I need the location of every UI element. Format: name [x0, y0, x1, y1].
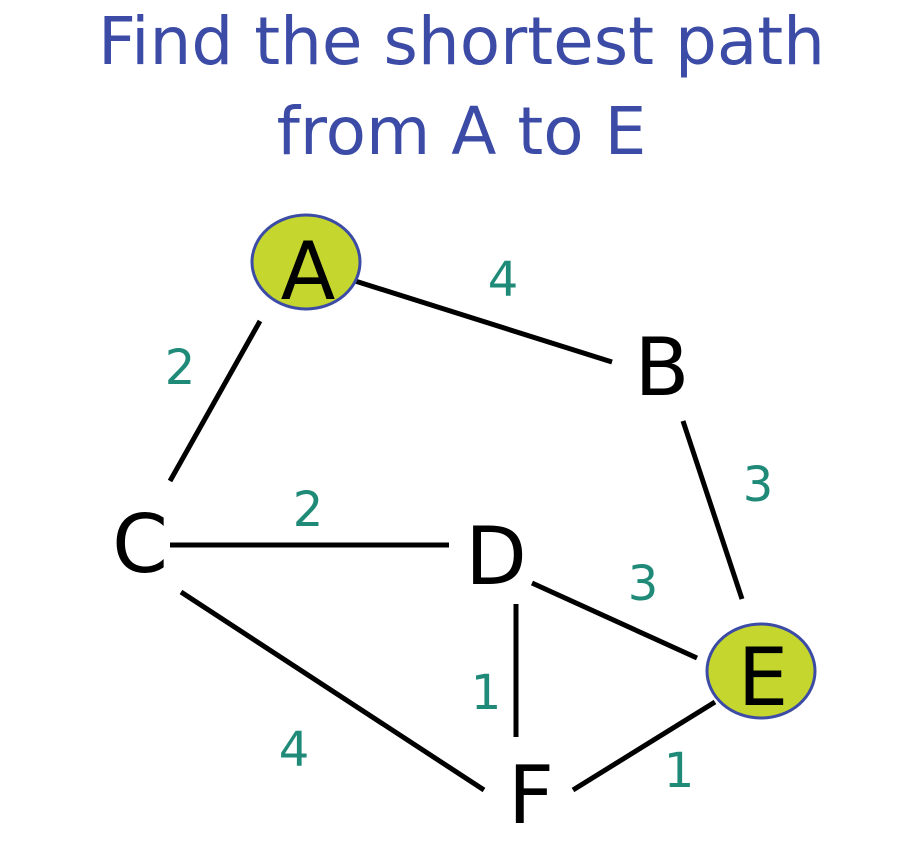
edge-f-e	[571, 699, 717, 793]
edge-a-b	[351, 277, 613, 365]
node-labels: A B C D E F	[112, 225, 788, 842]
title-line-1: Find the shortest path	[98, 3, 825, 80]
node-c-label: C	[112, 498, 168, 591]
edge-d-e	[530, 580, 699, 661]
edge-c-f	[179, 589, 486, 793]
weight-f-e: 1	[664, 743, 695, 799]
node-a-label: A	[281, 225, 336, 318]
node-e-label: E	[738, 631, 789, 724]
weight-d-f: 1	[471, 665, 502, 721]
edge-b-e	[680, 420, 745, 600]
weight-d-e: 3	[628, 556, 659, 612]
weight-c-d: 2	[293, 482, 324, 538]
weight-c-f: 4	[279, 722, 310, 778]
weight-a-b: 4	[488, 252, 519, 308]
weight-a-c: 2	[165, 340, 196, 396]
weight-b-e: 3	[743, 457, 774, 513]
node-e-highlight	[705, 622, 817, 720]
edge-weights: 4 2 3 2 3 1 4 1	[165, 252, 774, 799]
edges	[167, 277, 745, 793]
node-b-label: B	[635, 321, 690, 414]
title-line-2: from A to E	[276, 93, 647, 170]
edge-a-c	[167, 319, 263, 483]
node-d-label: D	[465, 510, 527, 603]
node-f-label: F	[508, 749, 554, 842]
node-a-highlight	[250, 213, 362, 311]
